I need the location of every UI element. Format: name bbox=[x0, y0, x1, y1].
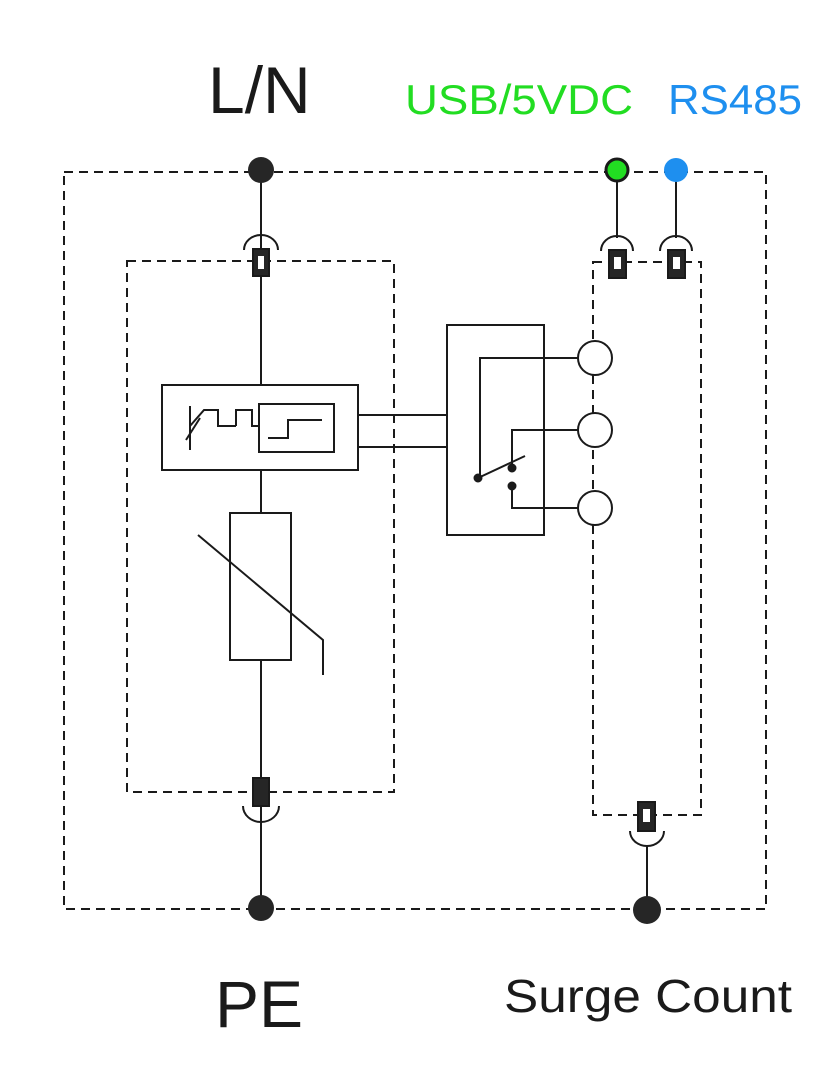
signal-terminals bbox=[577, 340, 613, 526]
plug-connector-top-left bbox=[243, 234, 279, 277]
outer-enclosure bbox=[63, 171, 767, 910]
counter-module bbox=[592, 261, 702, 816]
terminal-usb bbox=[604, 157, 630, 183]
signal-terminal-3 bbox=[577, 490, 613, 526]
mechanical-link bbox=[358, 414, 447, 448]
label-usb-5vdc: USB/5VDC bbox=[405, 76, 633, 123]
remote-signal-contact bbox=[446, 324, 578, 536]
varistor bbox=[197, 512, 324, 675]
terminal-surge-count bbox=[633, 896, 661, 924]
label-l-n: L/N bbox=[208, 53, 311, 127]
usb-line bbox=[600, 170, 634, 279]
label-rs485: RS485 bbox=[668, 76, 802, 123]
terminal-l-n bbox=[248, 157, 274, 183]
surge-count-line bbox=[629, 801, 665, 910]
signal-terminal-2 bbox=[577, 412, 613, 448]
label-surge-count: Surge Count bbox=[504, 970, 792, 1022]
plug-connector-bottom-left bbox=[242, 777, 280, 823]
label-pe: PE bbox=[215, 967, 303, 1041]
thermal-disconnector bbox=[161, 384, 359, 471]
signal-terminal-1 bbox=[577, 340, 613, 376]
terminal-rs485 bbox=[664, 158, 688, 182]
terminal-pe bbox=[248, 895, 274, 921]
